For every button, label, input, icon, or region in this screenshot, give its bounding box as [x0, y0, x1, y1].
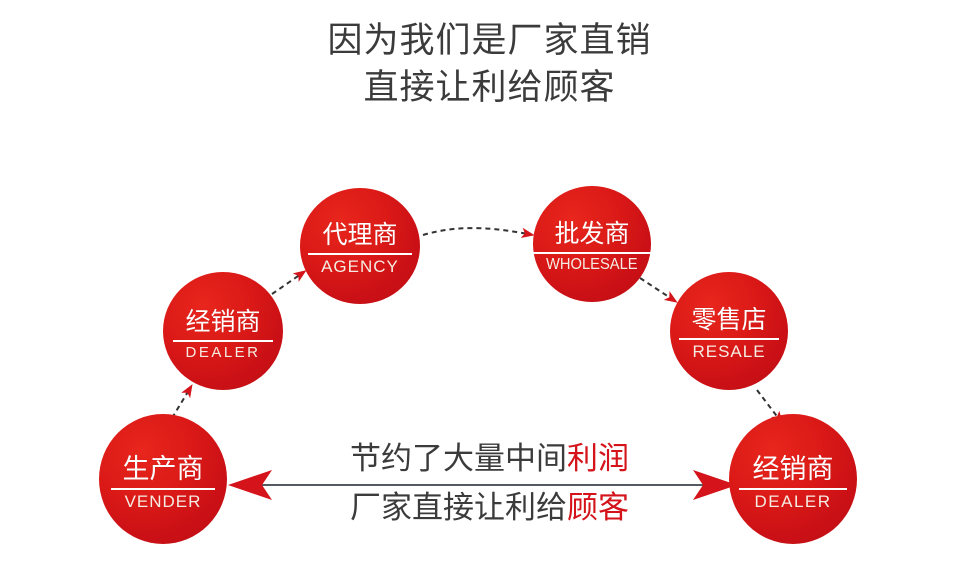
node-dealer-left-label-en: DEALER [185, 343, 261, 361]
node-vender[interactable]: 生产商 VENDER [99, 414, 227, 544]
page-title: 因为我们是厂家直销 直接让利给顾客 [0, 18, 979, 111]
center-message-line-1-highlight: 利润 [567, 441, 629, 476]
node-vender-divider [111, 487, 215, 490]
center-message-line-1: 节约了大量中间利润 [0, 443, 979, 474]
node-dealer-right-divider [739, 487, 847, 490]
node-vender-label-cn: 生产商 [122, 453, 204, 484]
node-dealer-right[interactable]: 经销商 DEALER [729, 414, 857, 544]
node-resale[interactable]: 零售店 RESALE [670, 272, 788, 390]
connector-resale-to-dealer-right [756, 389, 784, 425]
node-dealer-left-label-cn: 经销商 [185, 307, 261, 336]
center-message-line-1-plain: 节约了大量中间 [350, 441, 567, 476]
node-agency-divider [308, 253, 412, 255]
center-message-line-2-highlight: 顾客 [567, 490, 629, 525]
node-agency-label-en: AGENCY [321, 257, 399, 276]
node-agency-label-cn: 代理商 [322, 221, 398, 249]
node-agency[interactable]: 代理商 AGENCY [300, 188, 420, 304]
title-line-1: 因为我们是厂家直销 [327, 21, 652, 60]
connector-wholesale-to-resale [639, 277, 678, 303]
node-dealer-left-divider [173, 339, 273, 342]
title-line-2: 直接让利给顾客 [363, 67, 616, 107]
connector-dealer-left-to-agency [271, 270, 307, 295]
node-resale-label-cn: 零售店 [691, 306, 767, 334]
connector-agency-to-wholesale [422, 227, 535, 238]
node-dealer-left[interactable]: 经销商 DEALER [163, 272, 283, 390]
node-wholesale[interactable]: 批发商 WHOLESALE [533, 186, 651, 302]
node-dealer-right-label-en: DEALER [754, 491, 832, 511]
node-resale-label-en: RESALE [692, 342, 766, 361]
node-resale-divider [679, 338, 779, 340]
node-vender-label-en: VENDER [124, 491, 202, 511]
center-message-line-2: 厂家直接让利给顾客 [0, 492, 979, 523]
node-dealer-right-label-cn: 经销商 [752, 453, 834, 484]
node-wholesale-divider [533, 252, 651, 254]
center-message-line-2-plain: 厂家直接让利给 [350, 490, 567, 525]
connector-vender-to-dealer-left [171, 384, 193, 419]
node-wholesale-label-cn: 批发商 [554, 220, 630, 248]
node-wholesale-label-en: WHOLESALE [546, 256, 638, 273]
